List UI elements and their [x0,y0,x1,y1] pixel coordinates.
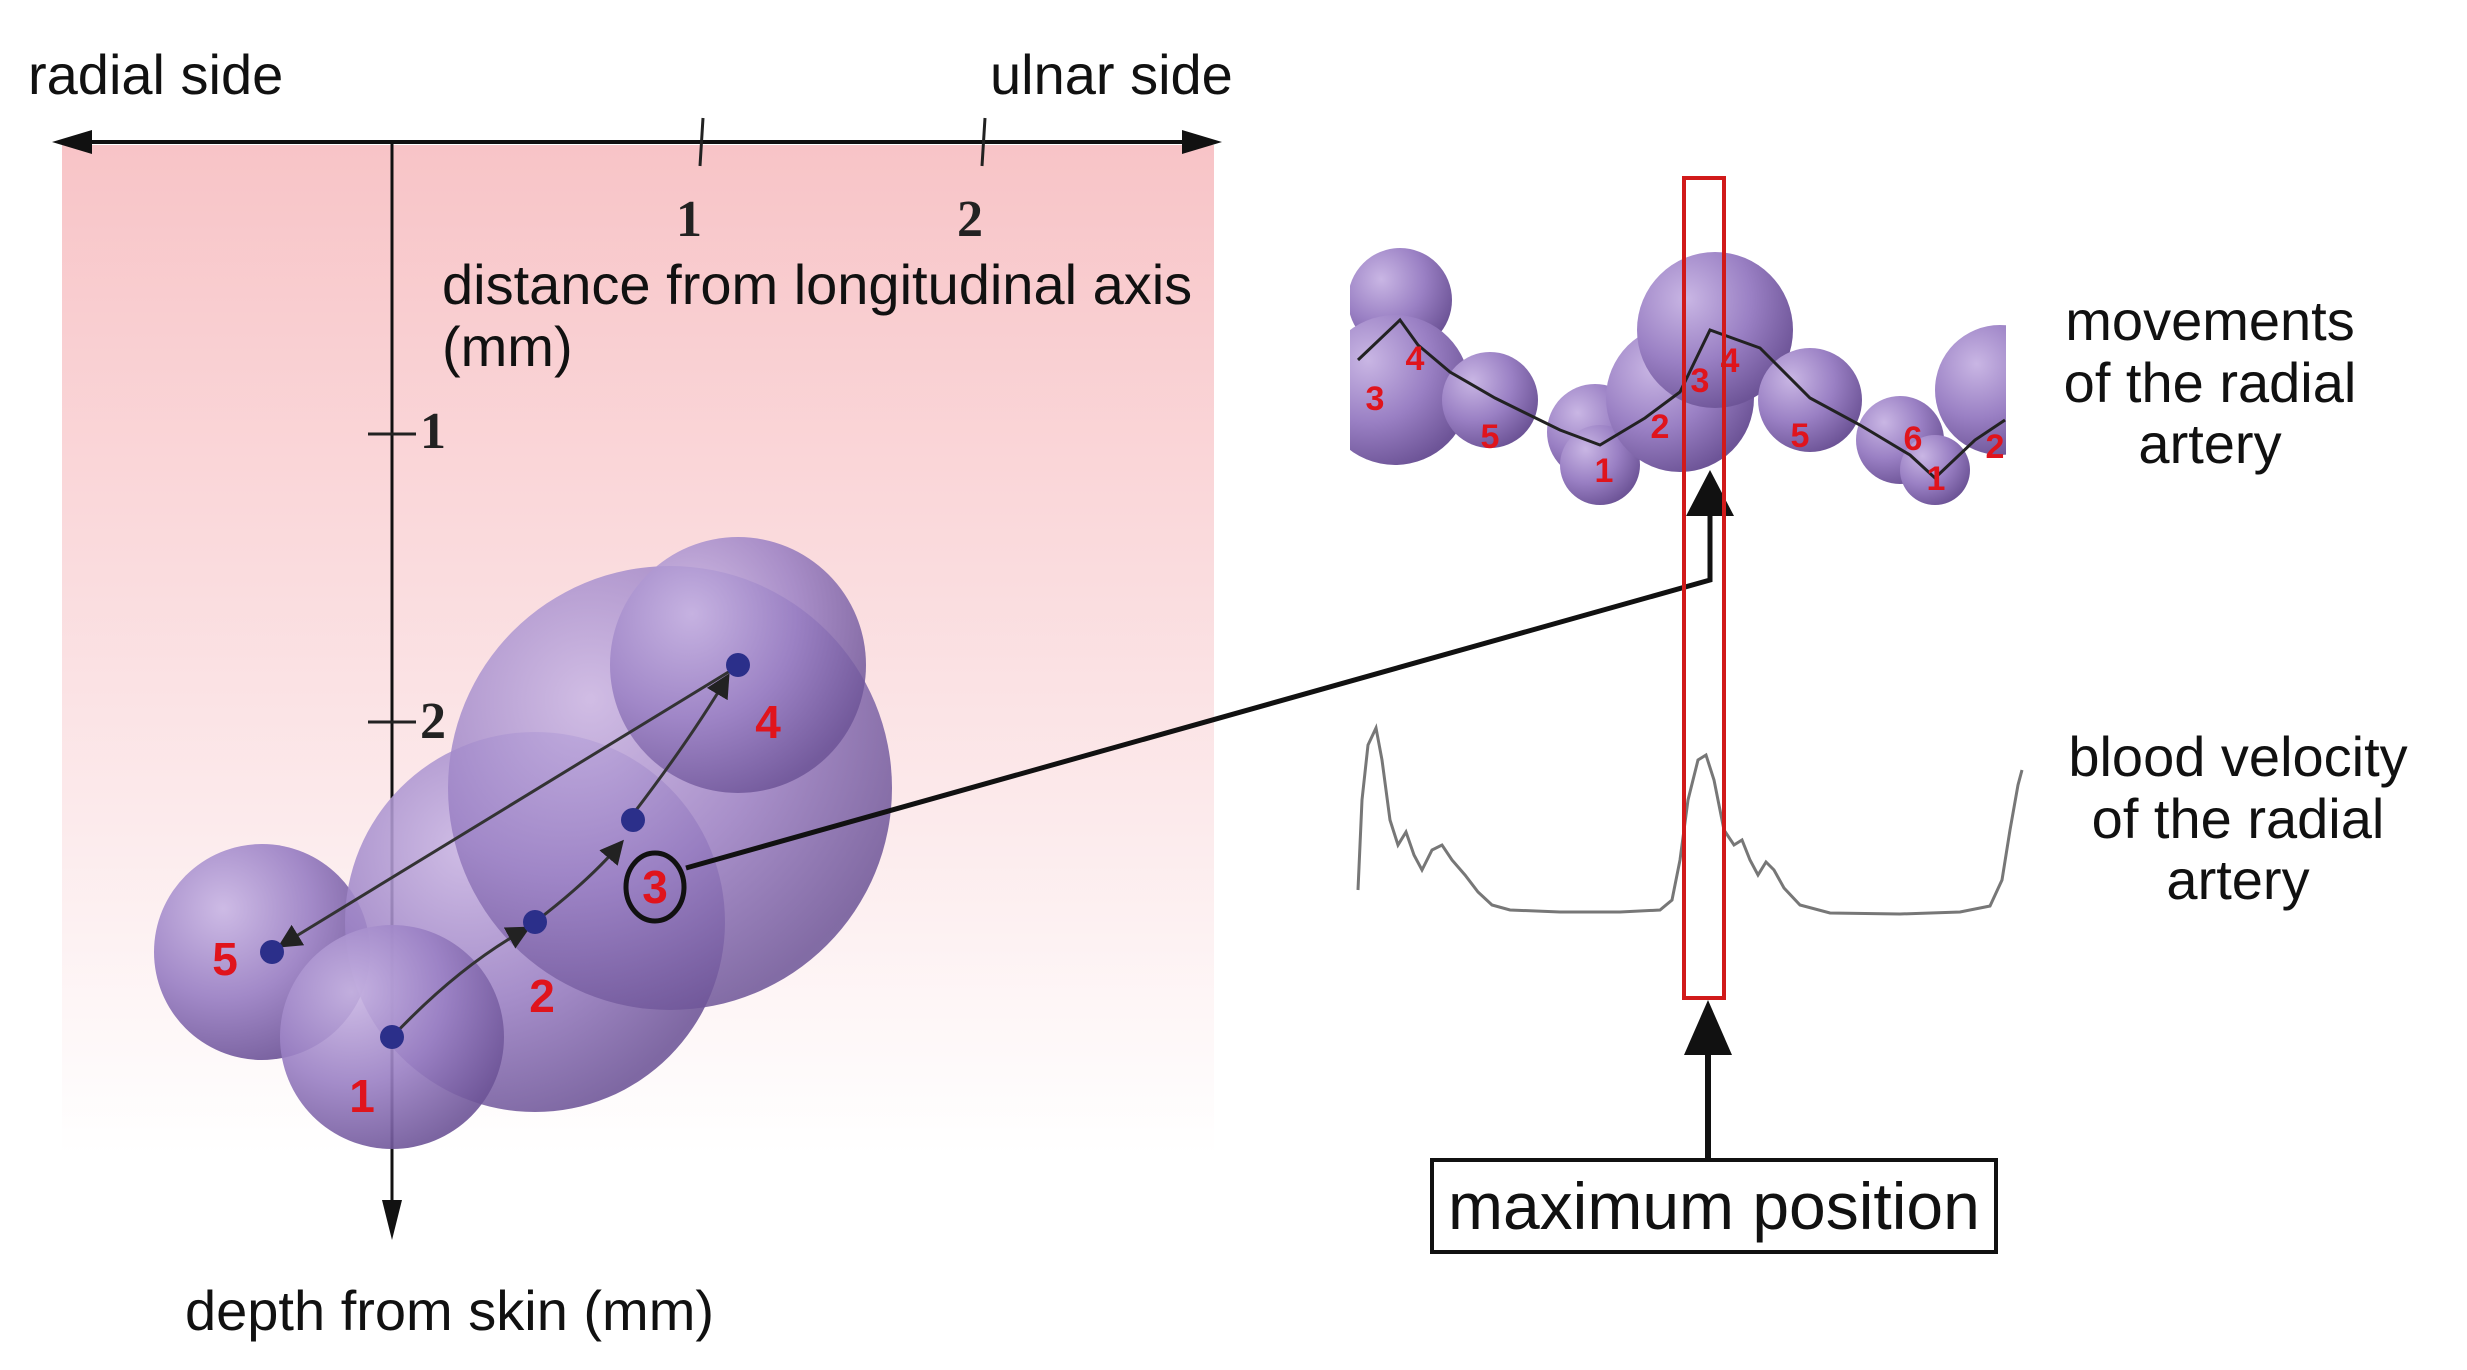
depth-axis-title: depth from skin (mm) [185,1279,714,1342]
strip-clip-right [2006,240,2066,490]
distance-axis-left-arrow [52,130,92,154]
depth-axis-arrow [382,1200,402,1240]
velocity-waveform [1356,723,2024,916]
maximum-highlight-box [1682,176,1726,1000]
position-3-highlight-ring [623,850,687,924]
velocity-label-line2: of the radial [2091,786,2385,850]
connector-arrowhead [1686,470,1734,516]
movements-label: movements of the radial artery [2020,290,2400,475]
position-label-1: 1 [349,1070,375,1122]
distance-axis-title-line1: distance from longitudinal axis [442,253,1193,316]
movements-label-line2: of the radial [2063,350,2357,414]
movements-strip: 3 4 5 1 2 3 4 5 6 1 2 [1300,240,2066,505]
ulnar-side-label: ulnar side [990,43,1233,106]
strip-label: 5 [1481,418,1500,456]
path-arrow-4-to-5 [277,666,736,948]
position-label-2: 2 [529,970,555,1022]
x-tick-label-2: 2 [957,191,983,248]
center-dot-5 [260,940,284,964]
radial-side-label: radial side [28,43,284,106]
strip-trajectory-line [1356,317,2006,481]
maximum-position-arrowhead [1684,1000,1732,1055]
strip-label: 2 [1651,408,1670,446]
center-dot-2 [523,910,547,934]
strip-label: 6 [1904,420,1923,458]
center-dot-1 [380,1025,404,1049]
y-tick-label-1: 1 [420,403,446,460]
velocity-label: blood velocity of the radial artery [2028,726,2448,911]
strip-label: 1 [1595,452,1614,490]
movements-label-line3: artery [2138,412,2282,476]
path-arrow-1-to-2 [390,926,531,1039]
velocity-label-line1: blood velocity [2068,725,2408,788]
distance-axis-right-arrow [1182,130,1222,154]
x-tick-mark-1 [698,117,705,167]
maximum-position-label: maximum position [1430,1158,1998,1254]
x-tick-mark-2 [980,117,987,167]
strip-sphere [1442,352,1538,448]
connector-arrow [685,510,1713,871]
strip-sphere [1320,315,1470,465]
strip-sphere [1637,252,1793,408]
position-label-3: 3 [642,861,668,913]
y-tick-label-2: 2 [420,693,446,750]
strip-label: 1 [1927,460,1946,498]
movements-label-line1: movements [2065,289,2355,352]
strip-label: 3 [1691,362,1710,400]
position-label-5: 5 [212,933,238,985]
strip-label: 4 [1406,340,1425,378]
strip-sphere [1900,435,1970,505]
path-arrow-3-to-4 [628,673,730,819]
center-dot-3 [621,808,645,832]
velocity-label-line3: artery [2166,848,2310,912]
strip-clip-left [1300,240,1350,490]
center-dot-4 [726,653,750,677]
strip-label: 3 [1366,380,1385,418]
position-label-4: 4 [755,696,781,748]
strip-sphere [1560,425,1640,505]
strip-label: 5 [1791,417,1810,455]
path-arrow-2-to-3 [534,839,624,924]
distance-axis-title-line2: (mm) [442,314,573,378]
strip-label: 2 [1986,428,2005,466]
distance-axis-title: distance from longitudinal axis (mm) [442,254,1192,377]
x-tick-label-1: 1 [676,191,702,248]
